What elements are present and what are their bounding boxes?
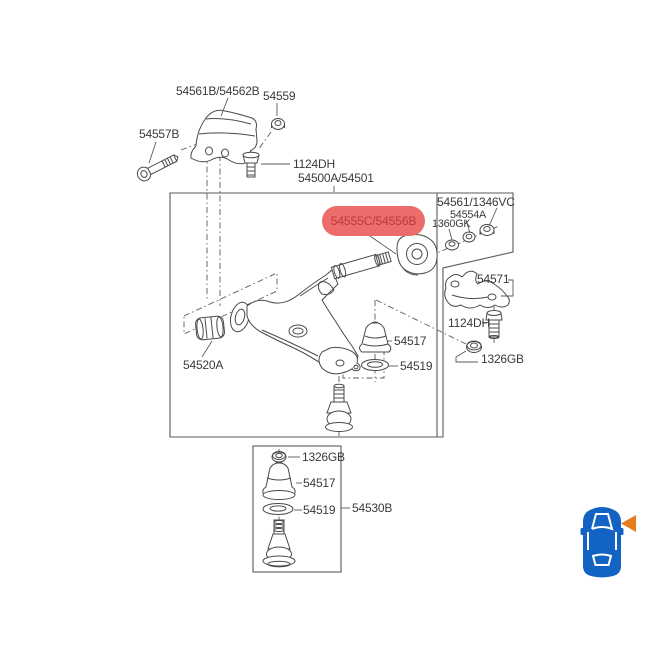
bracket-54561b-drawing	[190, 109, 258, 165]
diagram-boxes	[169, 192, 514, 573]
location-arrow-icon	[621, 515, 636, 532]
ball-stud-drawing	[325, 383, 353, 432]
bushing-54555c-drawing	[396, 234, 438, 276]
ball-joint-54530b-drawing	[262, 519, 296, 568]
highlighted-part-badge[interactable]: 54555C/54556B	[322, 206, 425, 236]
arm-shaft-drawing	[330, 251, 392, 280]
assembly-label-54500a-54501[interactable]: 54500A/54501	[298, 171, 374, 185]
part-label-54517-bottom[interactable]: 54517	[303, 476, 336, 490]
bolt-1124dh-top-drawing	[242, 151, 260, 178]
washer-54554a-drawing	[462, 231, 476, 243]
snap-ring-54519-drawing	[361, 359, 389, 371]
part-label-54530b[interactable]: 54530B	[352, 501, 393, 515]
car-locator	[580, 507, 636, 578]
leader-lines	[148, 97, 514, 511]
highlight-pill[interactable]	[322, 206, 425, 236]
part-label-1360gk[interactable]: 1360GK	[432, 218, 472, 230]
nut-1346vc-drawing	[479, 224, 495, 236]
bolt-1124dh-right-drawing	[485, 310, 503, 339]
part-label-1124dh-right[interactable]: 1124DH	[448, 316, 490, 330]
part-label-54519-bottom[interactable]: 54519	[303, 503, 336, 517]
part-labels: 54561B/54562B 54559 54557B 1124DH 54500A…	[139, 84, 524, 517]
part-label-54571[interactable]: 54571	[477, 272, 510, 286]
nut-54559-drawing	[271, 118, 285, 130]
dust-cover-54517-drawing	[359, 321, 392, 353]
part-label-1124dh-top[interactable]: 1124DH	[293, 157, 335, 171]
car-window-lines	[587, 513, 617, 566]
part-label-54517[interactable]: 54517	[394, 334, 427, 348]
control-arm-drawing	[229, 269, 361, 375]
part-label-54519[interactable]: 54519	[400, 359, 433, 373]
part-label-54559[interactable]: 54559	[263, 89, 296, 103]
snap-ring-54519-bottom-drawing	[262, 503, 294, 515]
nut-1326gb-bottom-drawing	[271, 451, 287, 463]
part-label-54561-1346vc[interactable]: 54561/1346VC	[437, 195, 515, 209]
washer-1360gk-drawing	[445, 239, 459, 251]
ball-joint-box	[252, 445, 342, 573]
part-label-54561b-54562b[interactable]: 54561B/54562B	[176, 84, 260, 98]
part-label-54520a[interactable]: 54520A	[183, 358, 224, 372]
main-box	[169, 192, 514, 438]
car-mirror-left	[580, 528, 585, 535]
car-mirror-right	[619, 528, 624, 535]
nut-1326gb-right-drawing	[466, 340, 482, 353]
part-label-1326gb-right[interactable]: 1326GB	[481, 352, 524, 366]
bushing-54520a-drawing	[195, 315, 225, 341]
dust-cover-54517-bottom-drawing	[262, 461, 296, 500]
part-label-54555c-54556b[interactable]: 54555C/54556B	[331, 214, 417, 228]
part-label-1326gb-bottom[interactable]: 1326GB	[302, 450, 345, 464]
part-label-54557b[interactable]: 54557B	[139, 127, 180, 141]
part-label-54554a[interactable]: 54554A	[450, 209, 487, 221]
bolt-54557b-drawing	[136, 154, 179, 182]
